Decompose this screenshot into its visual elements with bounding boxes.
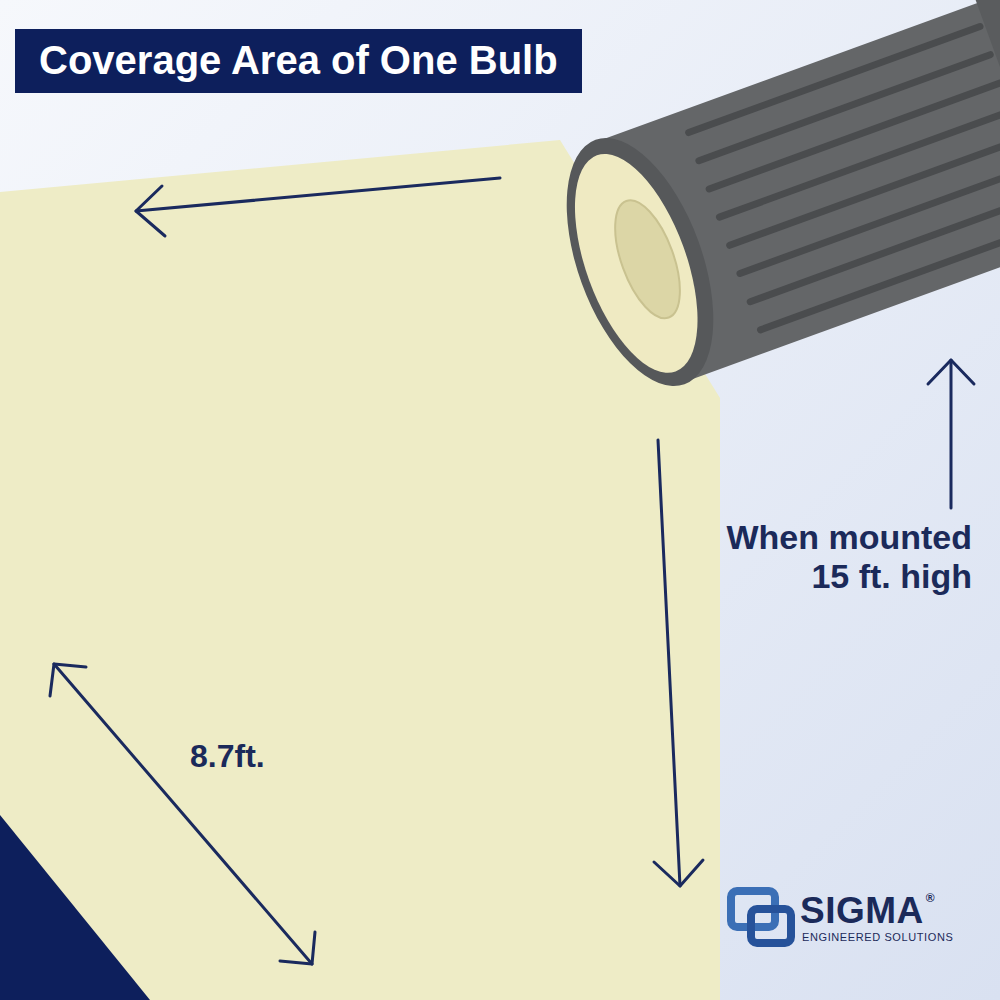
cooling-fins	[689, 27, 1000, 330]
depth-arrow	[658, 440, 680, 886]
registered-mark: ®	[926, 892, 935, 906]
logo-square	[751, 909, 791, 943]
dimension-arrows	[50, 178, 974, 964]
lamp-lens	[550, 138, 723, 388]
brand-name: SIGMA	[800, 890, 924, 933]
lamp	[537, 0, 1000, 407]
lamp-rim	[537, 119, 742, 406]
arrow-head	[280, 932, 315, 964]
brand-tagline: ENGINEERED SOLUTIONS	[802, 931, 953, 944]
corner-triangle	[0, 815, 150, 1000]
mount-height-note: When mounted 15 ft. high	[702, 518, 972, 596]
lamp-reflector	[602, 192, 693, 326]
dimension-label: 8.7ft.	[190, 738, 265, 775]
width-arrow	[136, 178, 500, 211]
arrow-head	[136, 186, 165, 236]
lamp-rear-band	[975, 0, 1000, 248]
arrow-head	[50, 664, 86, 696]
arrow-head	[654, 860, 703, 886]
title: Coverage Area of One Bulb	[15, 29, 582, 93]
diameter-arrow	[54, 664, 312, 964]
height-arrow	[950, 360, 953, 508]
arrow-head	[928, 360, 974, 384]
logo-icon	[731, 891, 791, 943]
